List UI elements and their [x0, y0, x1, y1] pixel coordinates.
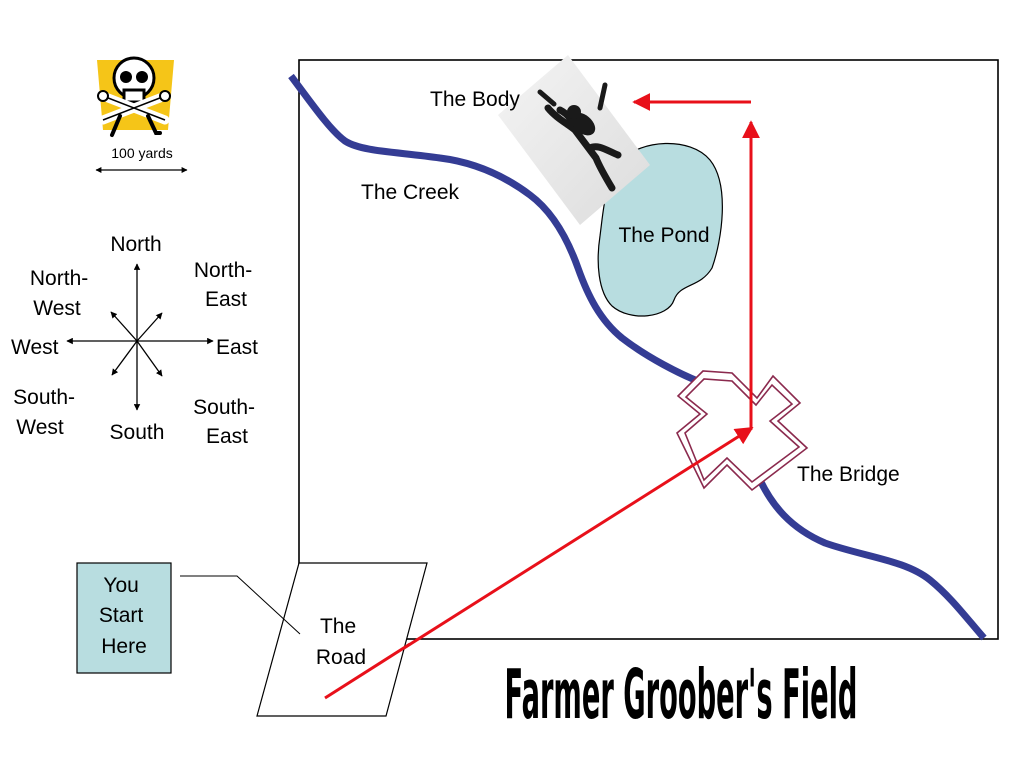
compass-northeast-label: North- East [194, 259, 258, 311]
pond-label: The Pond [618, 224, 709, 247]
compass-west-label: West [11, 336, 59, 359]
compass-arrow-northeast [136, 312, 163, 342]
compass-southeast-label: South- East [193, 396, 261, 448]
creek [288, 73, 987, 641]
bridge-label: The Bridge [797, 463, 900, 486]
compass-arrow-northwest [110, 311, 138, 342]
start-label: You Start Here [99, 574, 149, 658]
skull-crossbones-icon [97, 56, 174, 137]
bridge [676, 370, 809, 492]
compass-north-label: North [110, 233, 161, 256]
compass-rose [66, 263, 214, 411]
compass-east-label: East [216, 336, 258, 359]
field-border [298, 59, 999, 640]
compass-southwest-label: South- West [13, 386, 81, 439]
body-label: The Body [430, 88, 520, 111]
compass-northwest-label: North- West [30, 267, 94, 320]
compass-arrow-southeast [136, 340, 163, 377]
body-figure [498, 55, 650, 225]
start-callout-line [180, 575, 301, 635]
start-box [76, 562, 172, 674]
creek-label: The Creek [361, 181, 460, 204]
compass-arrow-southwest [111, 340, 138, 376]
road-label: The Road [316, 615, 366, 669]
compass-south-label: South [110, 421, 165, 444]
page-title: Farmer Groober's Field [505, 656, 858, 735]
route-segment-start [324, 642, 411, 700]
scale-label: 100 yards [111, 145, 172, 161]
road [256, 562, 428, 717]
pond [597, 142, 723, 317]
